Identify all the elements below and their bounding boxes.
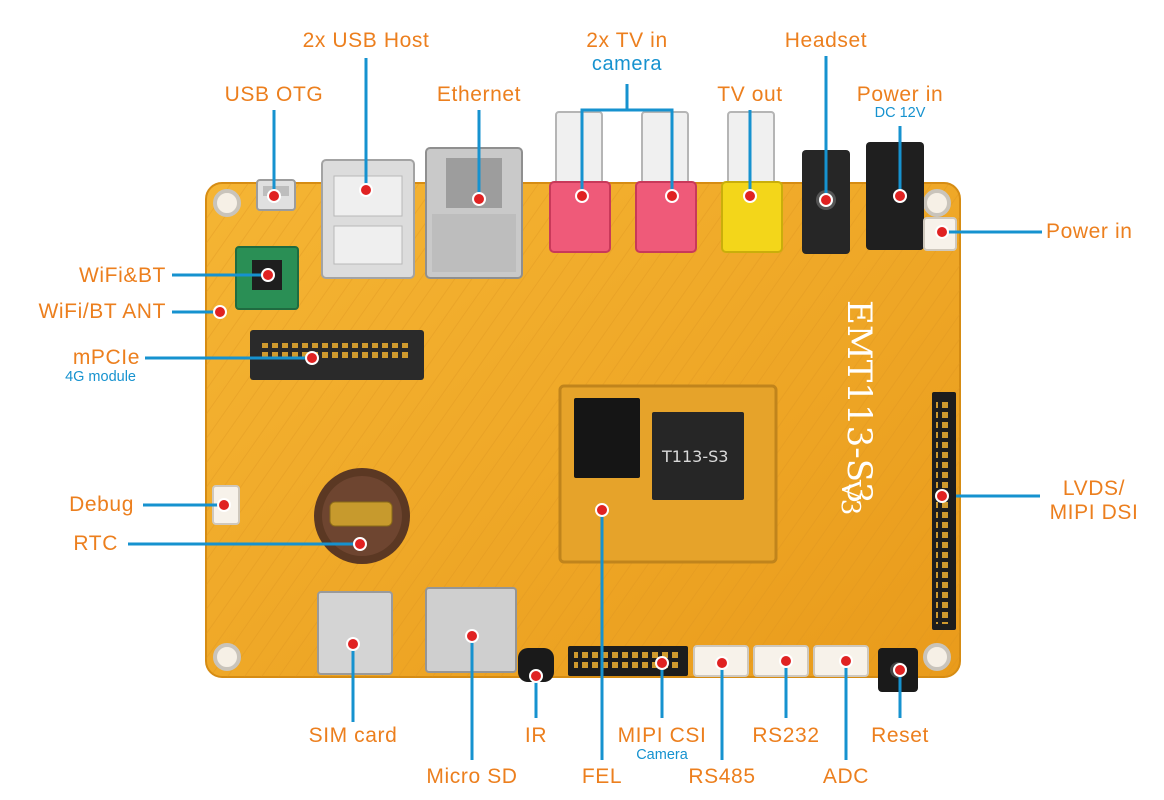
label-tv-out: TV out	[717, 83, 783, 106]
label-power-in-top-sub: DC 12V	[874, 105, 926, 121]
ethernet-connector	[425, 147, 523, 279]
label-mipi-csi: MIPI CSI	[617, 724, 707, 747]
mpcie-slot	[250, 330, 424, 380]
silkscreen: EMT113-S3 V3 T113-S3	[661, 300, 879, 515]
usb-host-connector	[321, 159, 415, 279]
label-debug: Debug	[69, 493, 134, 516]
label-rtc: RTC	[73, 532, 118, 555]
label-ethernet: Ethernet	[436, 83, 522, 106]
label-fel: FEL	[581, 765, 623, 788]
label-tv-in-sub: camera	[591, 53, 663, 75]
label-wifi-bt-ant: WiFi/BT ANT	[38, 300, 166, 323]
silkscreen-version: V3	[835, 479, 865, 515]
rtc-battery	[314, 468, 410, 564]
label-lvds-line2: MIPI DSI	[1049, 501, 1139, 524]
label-adc: ADC	[822, 765, 870, 788]
label-sim-card: SIM card	[308, 724, 398, 747]
label-usb-host: 2x USB Host	[302, 29, 430, 52]
label-wifi-bt: WiFi&BT	[78, 264, 166, 287]
silkscreen-model: EMT113-S3	[839, 300, 879, 504]
label-rs485: RS485	[688, 765, 756, 788]
label-lvds-line1: LVDS/	[1062, 477, 1126, 500]
label-mipi-csi-sub: Camera	[636, 747, 688, 763]
label-mpcie: mPCIe	[72, 346, 140, 369]
sim-card-holder	[317, 591, 393, 675]
callout-lines	[128, 56, 1042, 760]
callout-dots	[213, 183, 949, 683]
label-mpcie-sub: 4G module	[65, 369, 136, 385]
label-headset: Headset	[784, 29, 868, 52]
label-micro-sd: Micro SD	[426, 765, 518, 788]
label-ir: IR	[524, 724, 548, 747]
soc-core-module	[558, 384, 778, 564]
label-tv-in: 2x TV in	[586, 29, 668, 52]
label-usb-otg: USB OTG	[224, 83, 324, 106]
tv-out-connector	[721, 111, 783, 253]
soc-chip-label: T113-S3	[661, 447, 728, 466]
ir-receiver	[518, 648, 554, 682]
label-power-in-top: Power in	[856, 83, 944, 106]
label-reset: Reset	[871, 724, 929, 747]
lvds-header	[932, 392, 956, 630]
tv-in-connectors	[549, 111, 697, 253]
label-power-in-right: Power in	[1046, 220, 1133, 243]
mipi-csi-header	[568, 646, 688, 676]
label-rs232: RS232	[752, 724, 820, 747]
